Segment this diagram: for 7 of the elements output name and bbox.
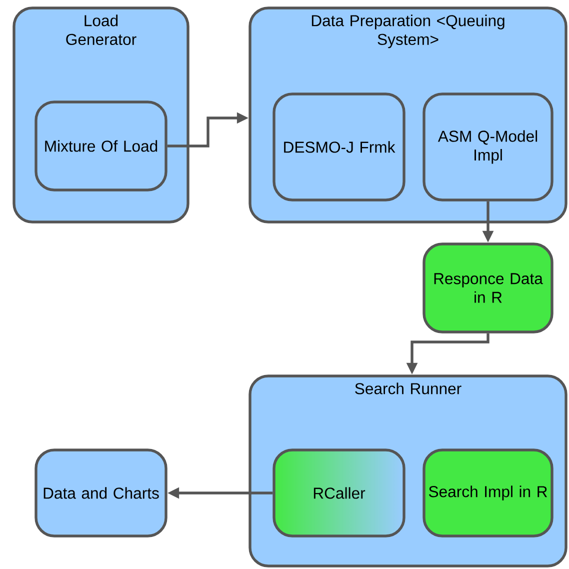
process-box: Search Impl in R [422,448,554,538]
output-box: Data and Charts [34,448,168,538]
process-box: RCaller [272,448,406,538]
process-box: Responce Data in R [422,242,554,334]
process-box: ASM Q-Model Impl [422,92,554,202]
process-box: Mixture Of Load [34,100,168,192]
process-box: DESMO-J Frmk [272,92,406,202]
